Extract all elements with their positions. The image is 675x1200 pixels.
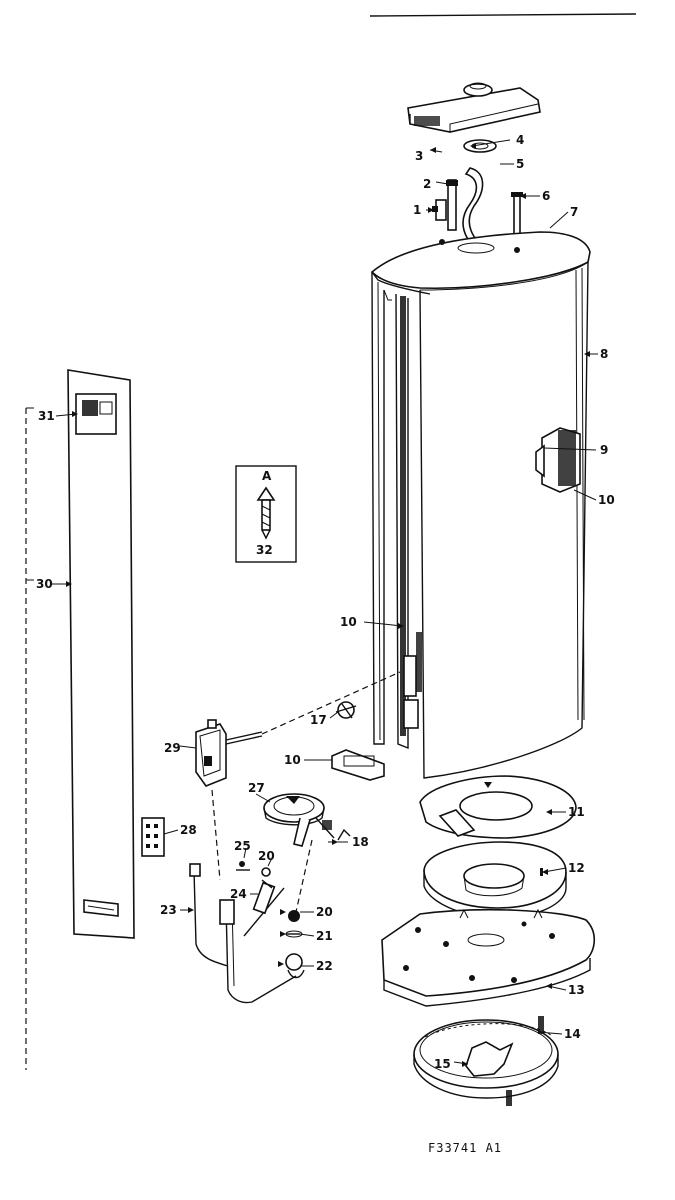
callout-24: 24 bbox=[230, 887, 247, 901]
callout-labels: 4 3 5 2 1 6 7 8 9 10 10 10 11 12 13 14 1… bbox=[36, 133, 615, 1071]
callout-31: 31 bbox=[38, 409, 55, 423]
callout-13: 13 bbox=[568, 983, 585, 997]
gasket-ring bbox=[463, 139, 497, 153]
callout-32-arrow-label: A bbox=[262, 469, 272, 483]
retaining-bracket bbox=[331, 749, 385, 781]
fitting bbox=[335, 701, 357, 719]
callout-1: 1 bbox=[413, 203, 421, 217]
callout-10-bracket: 10 bbox=[598, 493, 615, 507]
top-rule bbox=[369, 13, 637, 17]
base-pan bbox=[381, 908, 596, 1007]
callout-11: 11 bbox=[568, 805, 585, 819]
burner-assembly bbox=[263, 793, 335, 847]
reference-code: F33741 A1 bbox=[428, 1141, 502, 1155]
callout-14: 14 bbox=[564, 1027, 581, 1041]
callout-6: 6 bbox=[542, 189, 550, 203]
callout-30: 30 bbox=[36, 577, 53, 591]
callout-2: 2 bbox=[423, 177, 431, 191]
callout-20-lower: 20 bbox=[316, 905, 333, 919]
gas-control-valve bbox=[195, 719, 263, 787]
callout-5: 5 bbox=[516, 157, 524, 171]
callout-8: 8 bbox=[600, 347, 608, 361]
callout-7: 7 bbox=[570, 205, 578, 219]
top-cover bbox=[407, 82, 541, 133]
burner-door bbox=[423, 841, 567, 919]
heat-shield bbox=[419, 775, 577, 839]
jacket-body bbox=[370, 231, 591, 779]
callout-10-jacket: 10 bbox=[340, 615, 357, 629]
callout-25: 25 bbox=[234, 839, 251, 853]
callout-22: 22 bbox=[316, 959, 333, 973]
arrowheads bbox=[66, 143, 590, 1067]
callout-15: 15 bbox=[434, 1057, 451, 1071]
thermostat-bracket bbox=[535, 427, 581, 493]
side-panel bbox=[67, 369, 135, 939]
callout-3: 3 bbox=[415, 149, 423, 163]
cover-plate bbox=[141, 817, 165, 857]
callout-23: 23 bbox=[160, 903, 177, 917]
callout-18: 18 bbox=[352, 835, 369, 849]
callout-12: 12 bbox=[568, 861, 585, 875]
callout-9: 9 bbox=[600, 443, 608, 457]
burner-element bbox=[465, 1041, 514, 1077]
small-fittings bbox=[236, 861, 305, 979]
alignment-line bbox=[261, 671, 401, 735]
gas-tubing bbox=[189, 863, 297, 1004]
callout-17: 17 bbox=[310, 713, 327, 727]
callout-4: 4 bbox=[516, 133, 524, 147]
callout-32: 32 bbox=[256, 543, 273, 557]
callout-27: 27 bbox=[248, 781, 265, 795]
callout-28: 28 bbox=[180, 823, 197, 837]
nipple bbox=[446, 179, 458, 231]
callout-29: 29 bbox=[164, 741, 181, 755]
clip bbox=[337, 828, 351, 841]
screw-inset-box bbox=[235, 465, 297, 563]
relief-valve bbox=[432, 199, 447, 221]
callout-10-retainer: 10 bbox=[284, 753, 301, 767]
base-ring bbox=[413, 1016, 559, 1106]
leader-lines bbox=[52, 139, 598, 1065]
callout-21: 21 bbox=[316, 929, 333, 943]
callout-20-upper: 20 bbox=[258, 849, 275, 863]
